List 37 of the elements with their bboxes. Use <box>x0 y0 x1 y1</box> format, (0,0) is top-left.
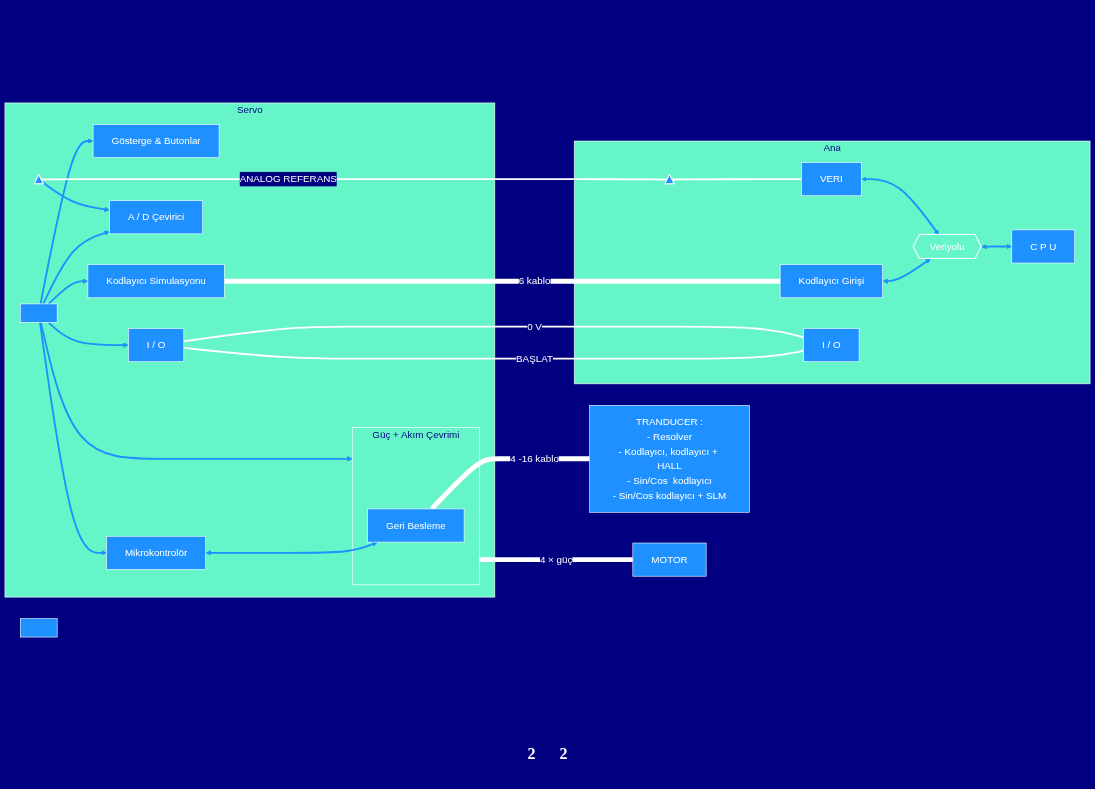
arrow <box>861 176 939 235</box>
connector <box>671 178 803 181</box>
node-box: Geri Besleme <box>367 508 465 543</box>
connector <box>182 347 805 360</box>
node-box: I / O <box>128 328 185 362</box>
node-box: C P U <box>1011 229 1076 264</box>
arrow <box>39 321 353 462</box>
edge-label: 4 × güç <box>539 554 573 565</box>
edge-label: 0 V <box>527 321 542 332</box>
node-box <box>19 618 58 638</box>
connector <box>182 325 805 343</box>
node-box: VERI <box>801 162 862 197</box>
edge-label: ANALOG REFERANS <box>239 173 337 185</box>
arrow <box>205 541 378 556</box>
arrow <box>39 321 107 556</box>
node-box: Kodlayıcı Girişi <box>779 264 883 299</box>
edge-label: 4 -16 kablo <box>510 453 559 464</box>
arrow <box>41 181 110 212</box>
node-box: A / D Çevirici <box>109 200 203 235</box>
node-box: MOTOR <box>632 542 707 577</box>
node-box: Gösterge & Butonlar <box>92 124 220 158</box>
wire-count: 2 <box>527 745 536 763</box>
node-bar <box>19 303 58 323</box>
connector <box>224 278 781 284</box>
node-box: Mikrokontrolör <box>106 535 206 570</box>
node-box: TRANDUCER : - Resolver - Kodlayıcı, kodlayıcı + HALL - Sin/Cos kodlayıcı - Sin/Cos kodlayıcı + SLM <box>589 405 750 513</box>
edge-label: 6 kablo <box>518 275 551 287</box>
arrow <box>47 321 129 348</box>
arrow <box>882 258 931 284</box>
edge-label: BAŞLAT <box>516 353 554 364</box>
arrow <box>42 230 110 305</box>
node-box: Kodlayıcı Simulasyonu <box>87 264 225 299</box>
arrow <box>981 243 1013 250</box>
arrow <box>47 278 89 305</box>
wire-count: 2 <box>559 745 568 763</box>
node-box: I / O <box>803 328 860 362</box>
arrow <box>39 138 94 305</box>
